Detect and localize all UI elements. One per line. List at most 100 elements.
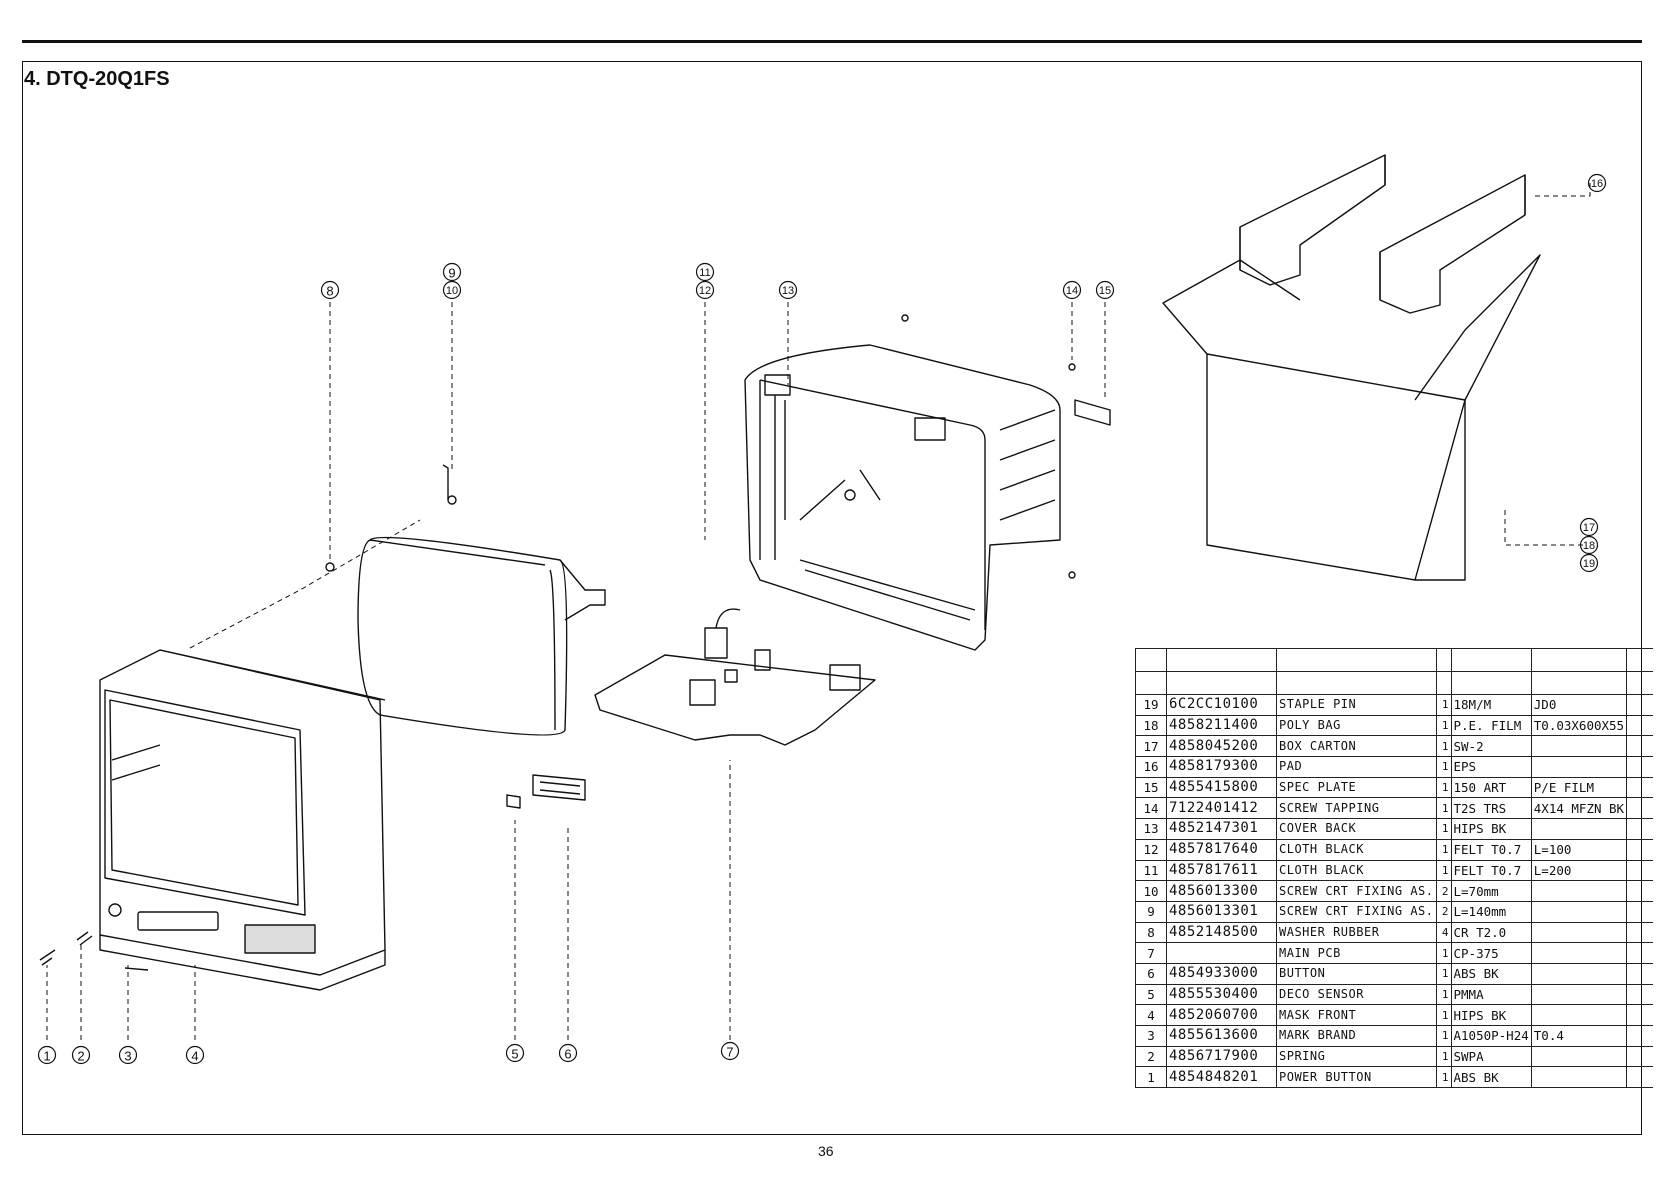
- svg-text:17: 17: [1583, 522, 1595, 534]
- cell-desc: CLOTH BLACK: [1276, 838, 1437, 861]
- cell-qty: 1: [1435, 818, 1452, 840]
- cell-qty: 1: [1435, 1025, 1452, 1047]
- cell-spec: [1530, 880, 1628, 902]
- cell-mat: HIPS BK: [1450, 818, 1532, 840]
- svg-text:14: 14: [1066, 285, 1078, 297]
- cell-no: 1: [1135, 1066, 1167, 1089]
- cell-desc: SCREW CRT FIXING AS.: [1276, 880, 1437, 902]
- cell-no: 7: [1135, 942, 1167, 964]
- callout-3: 3: [118, 1045, 138, 1065]
- cell-desc: PAD: [1276, 756, 1437, 778]
- cell-desc: POWER BUTTON: [1276, 1066, 1437, 1089]
- cell-extra: [1626, 1004, 1654, 1026]
- cell-mat: A1050P-H24: [1450, 1025, 1532, 1047]
- cell-no: 6: [1135, 962, 1167, 985]
- cell-mat: FELT T0.7: [1450, 859, 1532, 882]
- cell-code: 4856013301: [1166, 900, 1277, 923]
- cell-mat: EPS: [1450, 756, 1532, 778]
- button-board-drawing: [506, 774, 586, 809]
- cell-extra: [1626, 838, 1654, 861]
- cell-mat: PMMA: [1450, 983, 1532, 1006]
- cell-mat: SWPA: [1450, 1045, 1532, 1068]
- callout-2: 2: [71, 1045, 91, 1065]
- cell-spec: T0.4: [1530, 1025, 1628, 1047]
- cell-code: 4857817611: [1166, 859, 1277, 882]
- callout-9: 9: [442, 262, 462, 282]
- small-hardware-drawing: [39, 314, 1076, 971]
- cell-no: 15: [1135, 776, 1167, 799]
- cell-qty: 1: [1435, 756, 1452, 778]
- cell-code: 4856717900: [1166, 1045, 1277, 1068]
- box-carton-drawing: [1162, 154, 1541, 581]
- cell-desc: MASK FRONT: [1276, 1004, 1437, 1026]
- cell-no: 16: [1135, 756, 1167, 778]
- callout-14: 14: [1062, 280, 1082, 300]
- cell-mat: P.E. FILM: [1450, 714, 1532, 737]
- cell-code: 4855530400: [1166, 983, 1277, 1006]
- cell-desc: MARK BRAND: [1276, 1025, 1437, 1047]
- callout-8: 8: [320, 280, 340, 300]
- cell-extra: [1626, 962, 1654, 985]
- cell-code: 7122401412: [1166, 797, 1277, 820]
- cell-desc: BOX CARTON: [1276, 735, 1437, 758]
- cell-spec: [1530, 1045, 1628, 1068]
- cell-desc: SPRING: [1276, 1045, 1437, 1068]
- cell-no: 11: [1135, 859, 1167, 882]
- cell-no: 5: [1135, 983, 1167, 1006]
- cell-qty: 1: [1435, 1045, 1452, 1068]
- cell-code: 6C2CC10100: [1166, 694, 1277, 716]
- cell-extra: [1626, 900, 1654, 923]
- cell-spec: [1530, 962, 1628, 985]
- cell-qty: 1: [1435, 983, 1452, 1006]
- callout-1: 1: [37, 1045, 57, 1065]
- callout-6: 6: [558, 1043, 578, 1063]
- page-title: 4. DTQ-20Q1FS: [24, 68, 170, 90]
- svg-text:12: 12: [699, 285, 711, 297]
- svg-text:7: 7: [726, 1045, 733, 1060]
- crt-tube-drawing: [357, 536, 606, 736]
- svg-text:9: 9: [448, 266, 455, 281]
- cell-no: 18: [1135, 714, 1167, 737]
- cell-qty: 2: [1435, 900, 1452, 923]
- cell-qty: 1: [1435, 797, 1452, 820]
- svg-text:18: 18: [1583, 540, 1595, 552]
- cell-qty: 1: [1435, 1004, 1452, 1026]
- svg-text:3: 3: [124, 1049, 131, 1064]
- cell-extra: [1626, 694, 1654, 716]
- cell-spec: [1530, 1004, 1628, 1026]
- cell-extra: [1626, 983, 1654, 1006]
- svg-text:13: 13: [782, 285, 794, 297]
- cell-mat: ABS BK: [1450, 962, 1532, 985]
- svg-text:10: 10: [446, 285, 458, 297]
- callout-4: 4: [185, 1045, 205, 1065]
- cell-extra: [1626, 1045, 1654, 1068]
- cell-mat: T2S TRS: [1450, 797, 1532, 820]
- cell-mat: 18M/M: [1450, 694, 1532, 716]
- main-pcb-drawing: [594, 608, 876, 746]
- cell-qty: 2: [1435, 880, 1452, 902]
- cell-spec: [1530, 1066, 1628, 1089]
- cell-qty: 1: [1435, 962, 1452, 985]
- cell-no: 14: [1135, 797, 1167, 820]
- cell-spec: JD0: [1530, 694, 1628, 716]
- cell-no: 17: [1135, 735, 1167, 758]
- cell-mat: L=140mm: [1450, 900, 1532, 923]
- cell-spec: [1530, 818, 1628, 840]
- callout-7: 7: [720, 1041, 740, 1061]
- cell-code: [1166, 942, 1277, 964]
- cell-spec: [1530, 942, 1628, 964]
- cell-mat: CR T2.0: [1450, 921, 1532, 944]
- table-header-row: [1135, 648, 1654, 672]
- cell-code: 4858179300: [1166, 756, 1277, 778]
- svg-text:15: 15: [1099, 285, 1111, 297]
